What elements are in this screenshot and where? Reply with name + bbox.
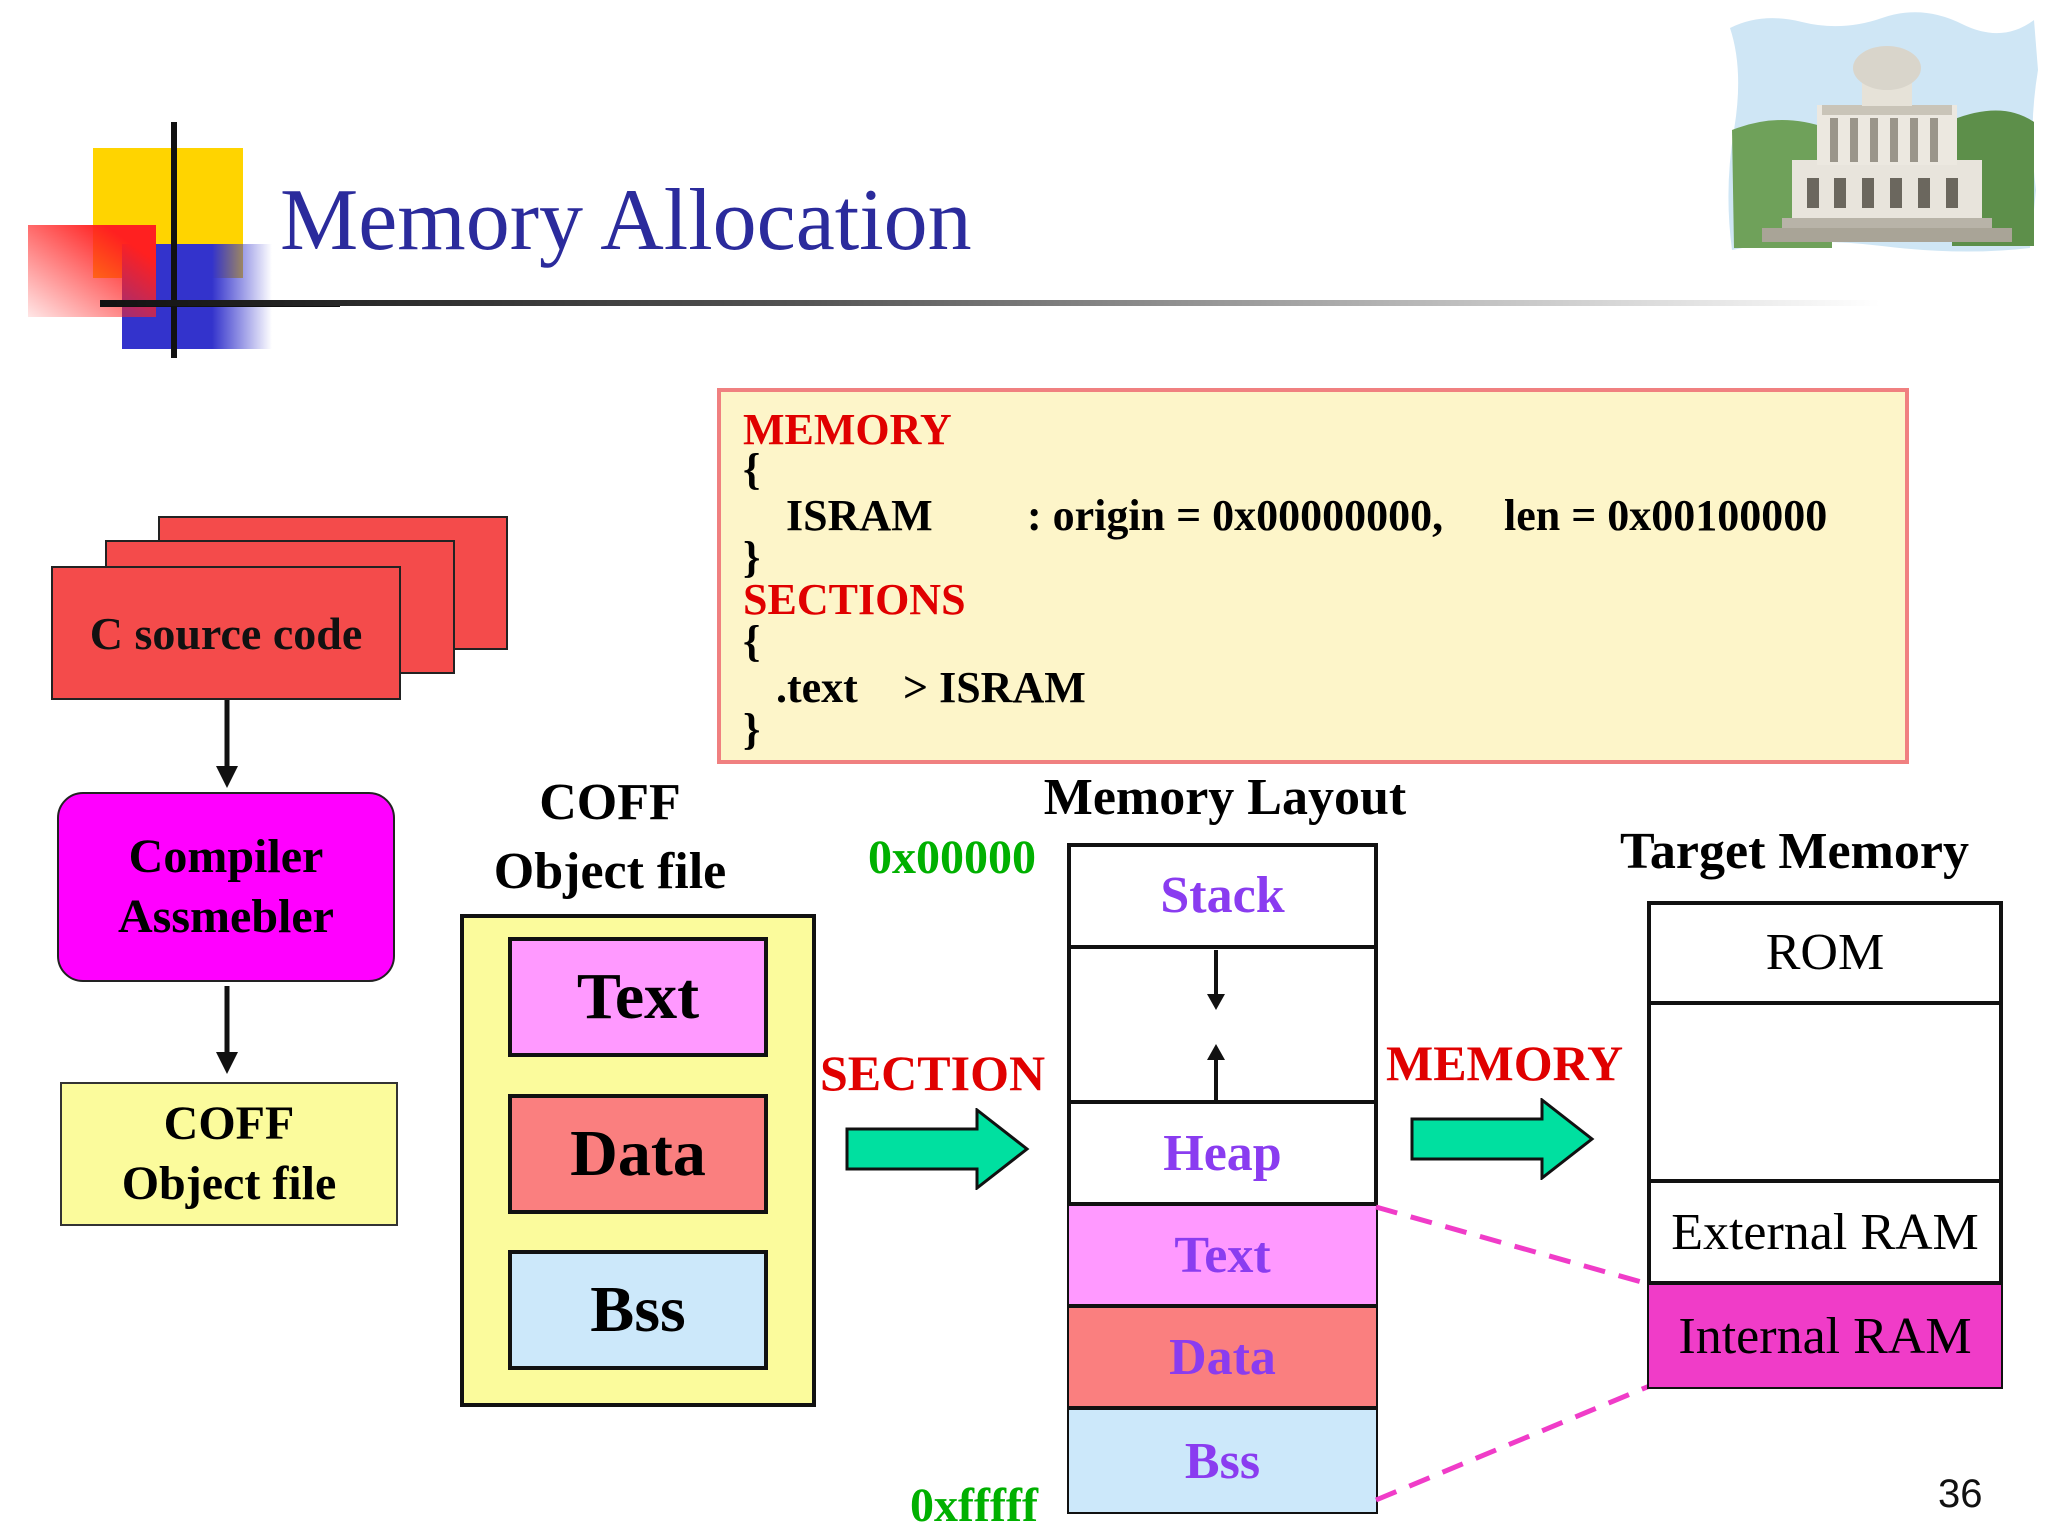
- coff-section-data: Data: [508, 1094, 768, 1214]
- layout-bss: Bss: [1069, 1410, 1376, 1512]
- compiler-box: Compiler Assmebler: [57, 792, 395, 982]
- isram-len: len = 0x00100000: [1504, 491, 1828, 540]
- sections-keyword: SECTIONS: [743, 575, 966, 624]
- brace-open: {: [743, 617, 761, 666]
- source-code-label: C source code: [89, 607, 363, 659]
- coff-label: COFF: [163, 1097, 295, 1150]
- stack-grow-arrow: [1207, 950, 1225, 1010]
- coff-section-data-label: Data: [570, 1117, 706, 1190]
- start-address: 0x00000: [868, 831, 1036, 884]
- memory-arrow-label: MEMORY: [1386, 1035, 1624, 1091]
- layout-text-label: Text: [1174, 1226, 1271, 1284]
- title-deco-vline: [171, 122, 177, 358]
- section-arrow: [845, 1108, 1030, 1190]
- page-title: Memory Allocation: [280, 172, 972, 269]
- coff-heading-line2: Object file: [493, 843, 727, 901]
- memory-layout-heading: Memory Layout: [1043, 769, 1407, 826]
- coff-heading: COFF Object file: [440, 768, 780, 906]
- compiler-label: Compiler: [128, 830, 324, 883]
- flow-arrow-down: [216, 700, 238, 788]
- assembler-label: Assmebler: [118, 890, 334, 943]
- coff-heading-line1: COFF: [539, 774, 681, 831]
- text-section-target: > ISRAM: [903, 663, 1086, 712]
- coff-section-text: Text: [508, 937, 768, 1057]
- target-external-ram: External RAM: [1649, 1183, 2001, 1285]
- target-rom-label: ROM: [1765, 923, 1885, 981]
- title-rule: [100, 300, 1880, 306]
- layout-data: Data: [1069, 1308, 1376, 1410]
- layout-stack-label: Stack: [1160, 866, 1285, 924]
- coff-section-bss: Bss: [508, 1250, 768, 1370]
- target-rom: ROM: [1649, 903, 2001, 1005]
- layout-data-label: Data: [1169, 1328, 1276, 1386]
- linker-command-box: MEMORY { ISRAM : origin = 0x00000000, le…: [717, 388, 1909, 764]
- section-arrow-label: SECTION: [820, 1045, 1046, 1101]
- object-file-label: Object file: [121, 1157, 337, 1210]
- layout-heap-label: Heap: [1163, 1124, 1282, 1182]
- isram-origin: : origin = 0x00000000,: [1027, 491, 1444, 540]
- layout-bss-label: Bss: [1184, 1432, 1261, 1490]
- brace-close: }: [743, 705, 761, 754]
- brace-close: }: [743, 533, 761, 582]
- heap-grow-arrow: [1207, 1044, 1225, 1100]
- target-external-ram-label: External RAM: [1671, 1203, 1979, 1261]
- target-internal-ram-label: Internal RAM: [1678, 1307, 1972, 1365]
- memory-keyword: MEMORY: [743, 405, 952, 454]
- layout-text: Text: [1069, 1206, 1376, 1308]
- page-number: 36: [1938, 1472, 1983, 1516]
- isram-name: ISRAM: [786, 491, 933, 540]
- mapping-dashed-lines: [1375, 1204, 1653, 1503]
- layout-stack: Stack: [1069, 845, 1376, 949]
- layout-heap: Heap: [1069, 1104, 1376, 1206]
- text-section-name: .text: [776, 663, 858, 712]
- layout-free-space: [1069, 949, 1376, 1104]
- target-unused: [1649, 1005, 2001, 1183]
- building-image: [1728, 12, 2038, 252]
- target-memory-heading: Target Memory: [1620, 823, 1969, 880]
- end-address: 0xfffff: [910, 1479, 1038, 1532]
- coff-section-bss-label: Bss: [590, 1273, 686, 1346]
- source-page-front: C source code: [51, 566, 401, 700]
- coff-section-text-label: Text: [576, 960, 700, 1033]
- flow-arrow-down: [216, 986, 238, 1074]
- target-internal-ram: Internal RAM: [1649, 1285, 2001, 1387]
- memory-arrow: [1410, 1098, 1595, 1180]
- coff-object-box: COFF Object file: [60, 1082, 398, 1226]
- brace-open: {: [743, 445, 761, 494]
